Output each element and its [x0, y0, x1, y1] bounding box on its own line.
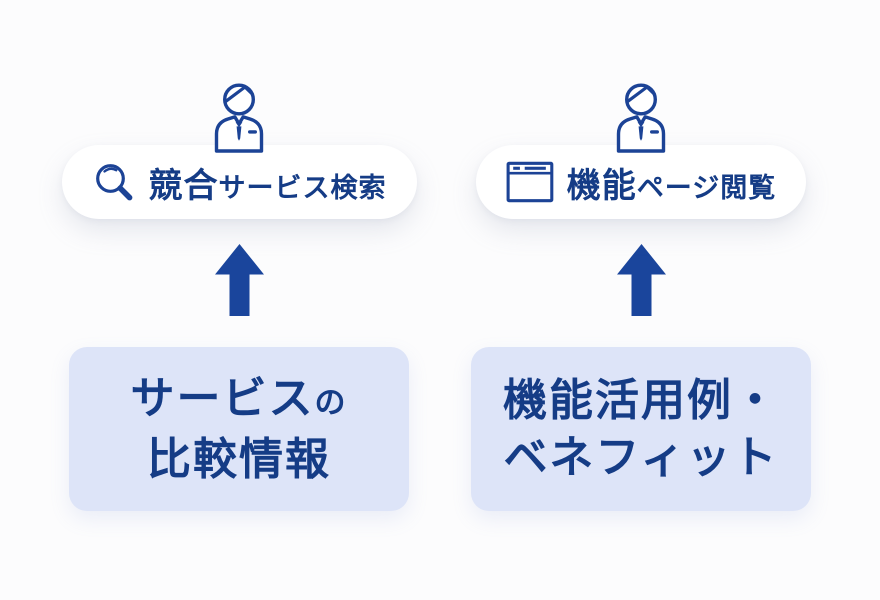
browser-icon	[506, 159, 554, 205]
pill-label-rest: ページ閲覧	[636, 172, 777, 203]
box-line-1: サービス の	[131, 370, 348, 431]
up-arrow-icon	[616, 244, 666, 316]
content-box-feature-benefit: 機能活用例・ ベネフィット	[471, 347, 811, 511]
box-line-1-main: サービス	[130, 374, 315, 423]
box-line-1-small: の	[314, 385, 348, 420]
column-service-comparison: 競合 サービス検索 サービス の 比較情報	[61, 78, 417, 511]
box-line-2: 比較情報	[147, 435, 331, 484]
businessman-icon	[601, 78, 681, 154]
pill-label-strong: 競合	[148, 166, 219, 205]
box-line-1: 機能活用例・	[503, 372, 779, 429]
pill-label-strong: 機能	[566, 166, 637, 205]
columns-wrapper: 競合 サービス検索 サービス の 比較情報	[61, 78, 811, 511]
up-arrow-icon	[214, 244, 264, 316]
pill-label-rest: サービス検索	[218, 172, 387, 203]
box-line-2: ベネフィット	[503, 433, 779, 482]
action-pill-search: 競合 サービス検索	[61, 145, 417, 219]
pill-label: 競合 サービス検索	[149, 158, 387, 207]
action-pill-browse: 機能 ページ閲覧	[475, 145, 807, 219]
column-feature-benefit: 機能 ページ閲覧 機能活用例・ ベネフィット	[471, 78, 811, 511]
pill-label: 機能 ページ閲覧	[567, 158, 776, 207]
businessman-icon	[199, 78, 279, 154]
content-box-service-comparison: サービス の 比較情報	[69, 347, 409, 511]
box-line-1-main: 機能活用例・	[503, 376, 779, 425]
search-icon	[92, 160, 136, 204]
